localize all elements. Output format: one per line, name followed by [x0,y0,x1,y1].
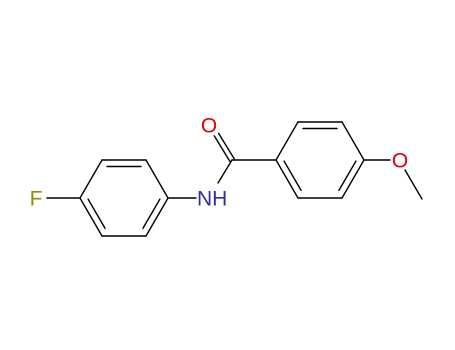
bond-nitrogen-carbonyl-carbon [217,159,233,184]
ring-b-double-bond-lower-right [338,160,357,192]
ring-a-bond-topright-right [145,159,169,199]
ring-b-bond-left-topleft [275,121,299,161]
ring-b-double-bond-lower-left [283,160,302,192]
carbonyl-double-bond-line-2 [213,135,231,162]
carbonyl-double-bond-line-1 [217,132,235,160]
ring-a-double-bond-lower-left [87,198,106,230]
ring-a-double-bond-lower-right [142,198,161,230]
amide-nitrogen-atom-label: NH [197,188,227,211]
ring-a-bond-bottomleft-left [79,197,103,237]
carbonyl-oxygen-atom-label: O [201,115,217,138]
ring-b-bond-topright-right [341,121,365,161]
ring-a-bond-right-bottomright [145,197,169,237]
ring-b-bond-bottomleft-left [275,159,299,199]
bond-methoxy-oxygen-methyl [404,169,423,200]
methoxy-oxygen-atom-label: O [392,150,408,173]
fluorine-atom-label: F [30,188,43,211]
ring-b-bond-right-bottomright [341,159,365,199]
ring-a-bond-left-topleft [79,159,103,199]
